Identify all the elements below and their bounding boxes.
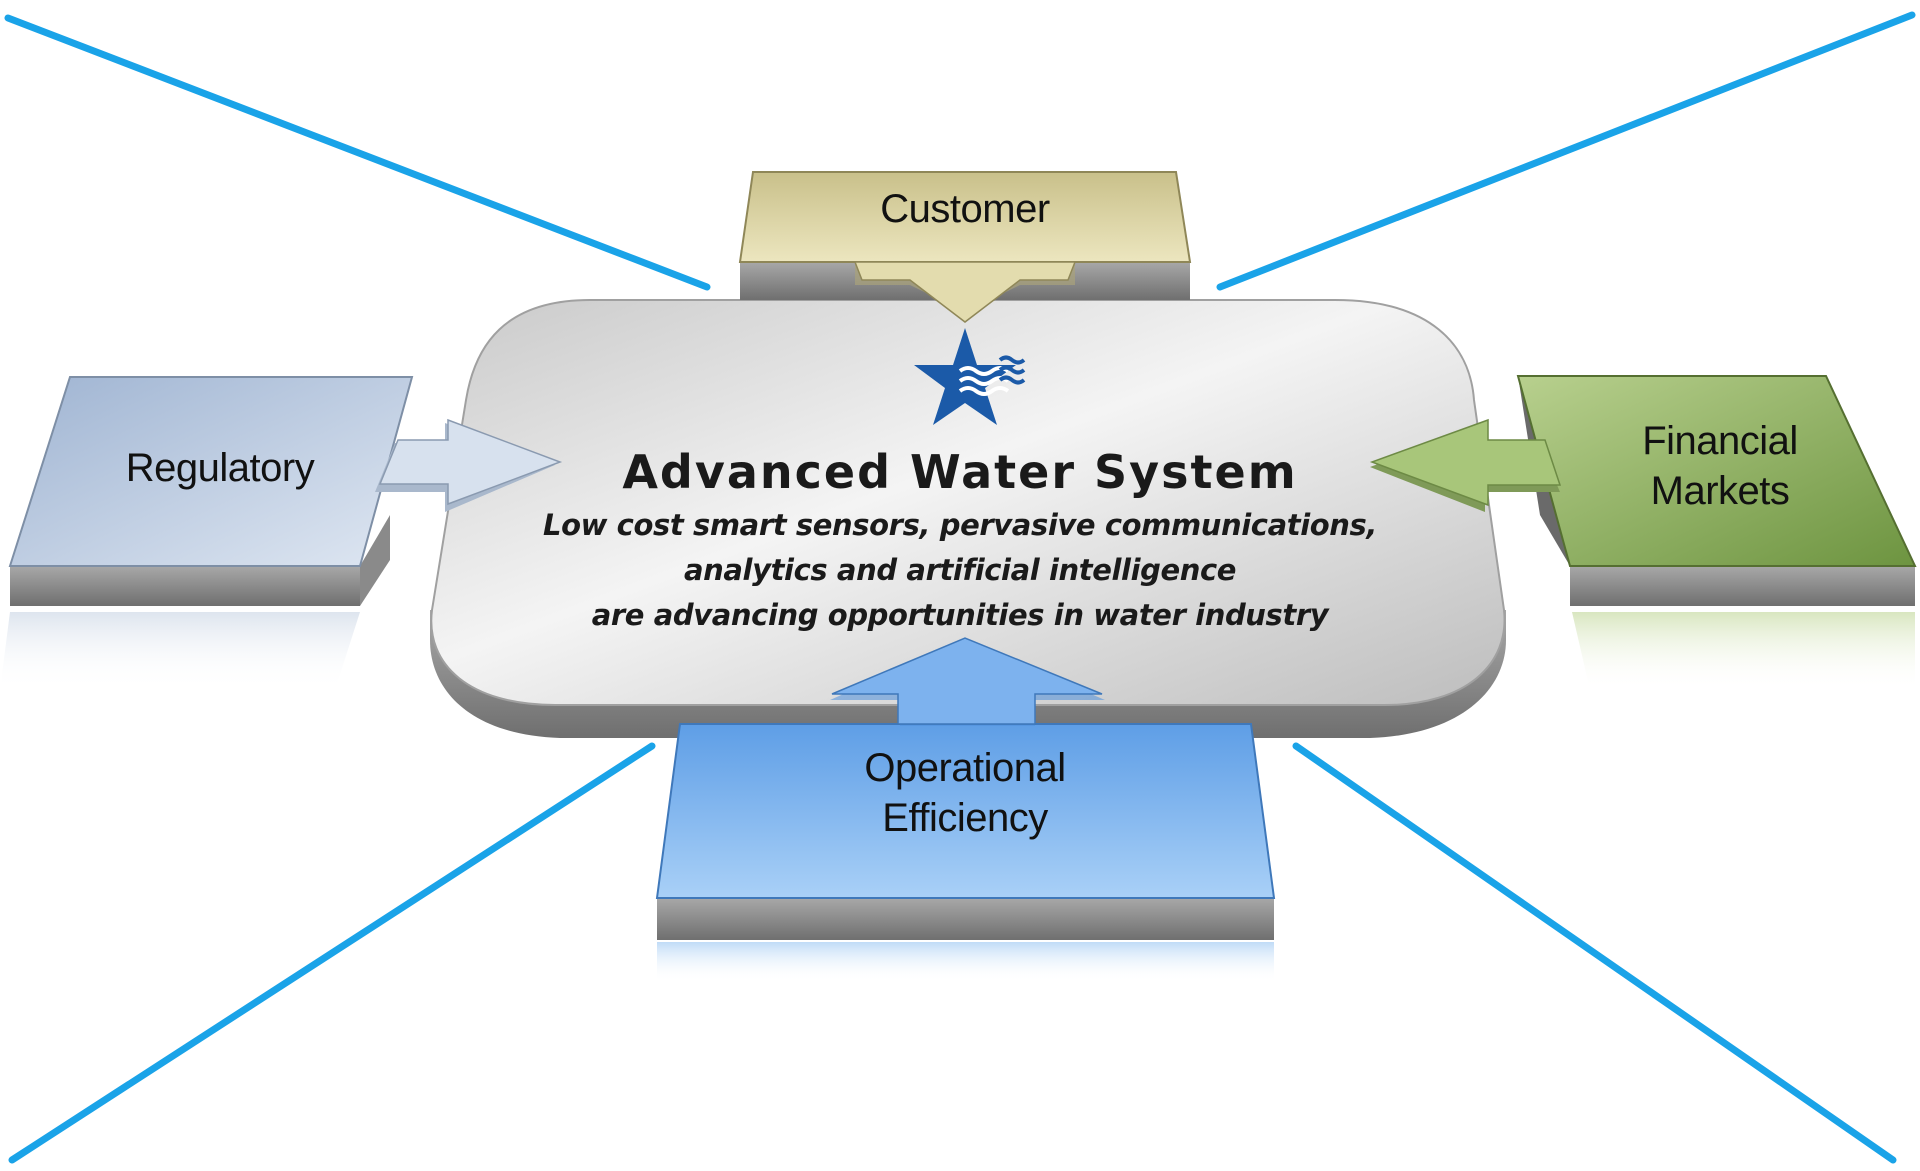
description-line-1: Low cost smart sensors, pervasive commun… bbox=[542, 508, 1378, 542]
description-line-3: are advancing opportunities in water ind… bbox=[591, 598, 1329, 632]
star-water-logo-icon bbox=[914, 328, 1026, 425]
regulatory-arrow bbox=[8, 376, 563, 606]
accent-rays bbox=[4, 11, 1916, 1164]
operational-efficiency-label: Operational Efficiency bbox=[790, 743, 1140, 843]
customer-label: Customer bbox=[880, 187, 1050, 231]
financial-reflection bbox=[1572, 612, 1915, 690]
ray-bottom-left bbox=[8, 742, 656, 1164]
central-platform bbox=[430, 299, 1506, 738]
financial-markets-line-2: Markets bbox=[1650, 469, 1790, 513]
operational-efficiency-line-1: Operational bbox=[864, 746, 1066, 790]
center-title: Advanced Water System bbox=[622, 445, 1298, 499]
description-line-2: analytics and artificial intelligence bbox=[683, 553, 1237, 587]
operational-arrow bbox=[655, 637, 1276, 940]
regulatory-label: Regulatory bbox=[125, 446, 315, 490]
center-description: Low cost smart sensors, pervasive commun… bbox=[520, 503, 1400, 638]
operational-reflection bbox=[657, 942, 1274, 982]
ray-bottom-right bbox=[1292, 742, 1897, 1164]
regulatory-reflection bbox=[0, 612, 360, 690]
customer-arrow bbox=[738, 171, 1192, 323]
financial-markets-line-1: Financial bbox=[1642, 419, 1798, 463]
ray-top-left bbox=[4, 14, 711, 291]
ray-top-right bbox=[1216, 11, 1916, 291]
operational-efficiency-line-2: Efficiency bbox=[882, 796, 1048, 840]
financial-markets-label: Financial Markets bbox=[1600, 416, 1840, 516]
financial-arrow bbox=[1369, 375, 1917, 606]
platform-top bbox=[430, 299, 1506, 706]
